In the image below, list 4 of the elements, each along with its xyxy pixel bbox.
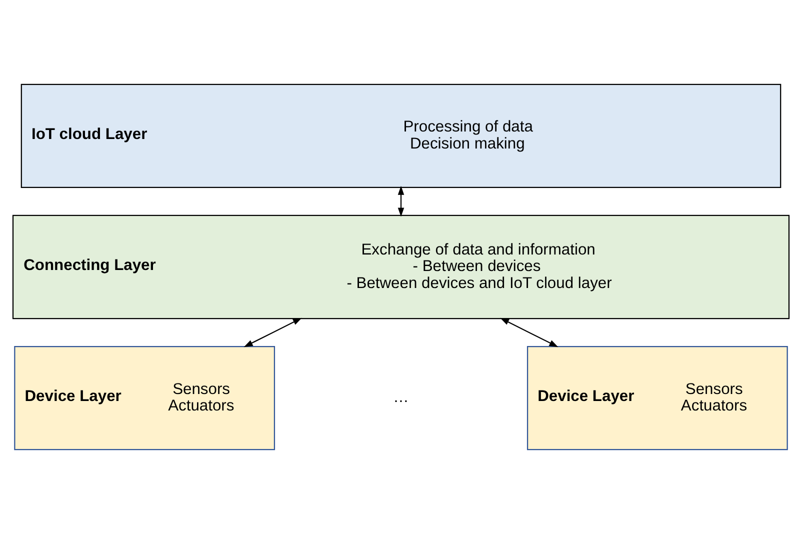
arrow	[244, 318, 302, 348]
arrow	[398, 186, 404, 217]
label: …	[393, 389, 409, 406]
arrow	[500, 318, 558, 348]
